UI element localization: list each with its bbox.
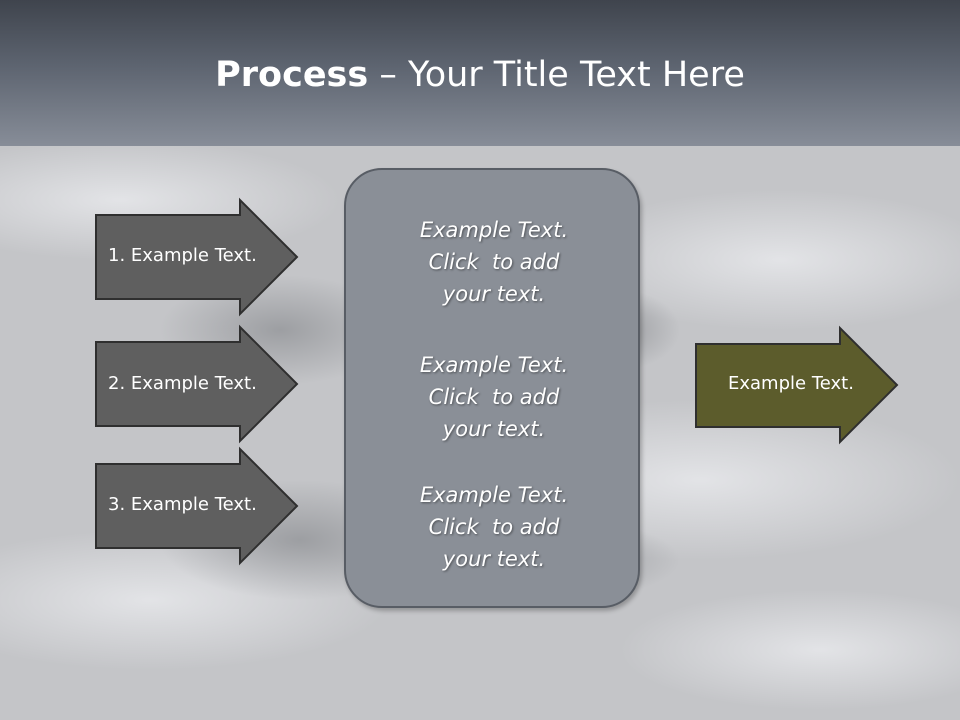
center-text-line: Example Text. (419, 218, 569, 242)
center-text-block-1: Example Text. Click to add your text. (346, 214, 642, 310)
title-bold-text: Process (215, 55, 369, 95)
output-arrow-label: Example Text. (728, 373, 854, 394)
output-arrow[interactable]: Example Text. (695, 325, 899, 445)
center-text-block-3: Example Text. Click to add your text. (346, 479, 642, 575)
arrow-shape (95, 197, 299, 317)
center-text-block-2: Example Text. Click to add your text. (346, 349, 642, 445)
title-rest-text: – Your Title Text Here (368, 55, 745, 95)
input-arrow-1-label: 1. Example Text. (108, 245, 257, 266)
slide-title[interactable]: Process – Your Title Text Here (0, 52, 960, 98)
center-text-line: Example Text. (419, 483, 569, 507)
arrow-shape (695, 325, 899, 445)
center-text-line: your text. (442, 547, 546, 571)
arrow-shape (95, 446, 299, 566)
input-arrow-2-label: 2. Example Text. (108, 373, 257, 394)
input-arrow-1[interactable]: 1. Example Text. (95, 197, 299, 317)
center-text-line: Example Text. (419, 353, 569, 377)
center-text-line: Click to add (428, 250, 560, 274)
arrow-shape (95, 324, 299, 444)
center-text-line: Click to add (428, 515, 560, 539)
center-text-line: your text. (442, 282, 546, 306)
title-bar: Process – Your Title Text Here (0, 0, 960, 146)
center-text-line: your text. (442, 417, 546, 441)
center-text-line: Click to add (428, 385, 560, 409)
input-arrow-2[interactable]: 2. Example Text. (95, 324, 299, 444)
input-arrow-3[interactable]: 3. Example Text. (95, 446, 299, 566)
input-arrow-3-label: 3. Example Text. (108, 494, 257, 515)
center-text-box[interactable]: Example Text. Click to add your text. Ex… (344, 168, 640, 608)
